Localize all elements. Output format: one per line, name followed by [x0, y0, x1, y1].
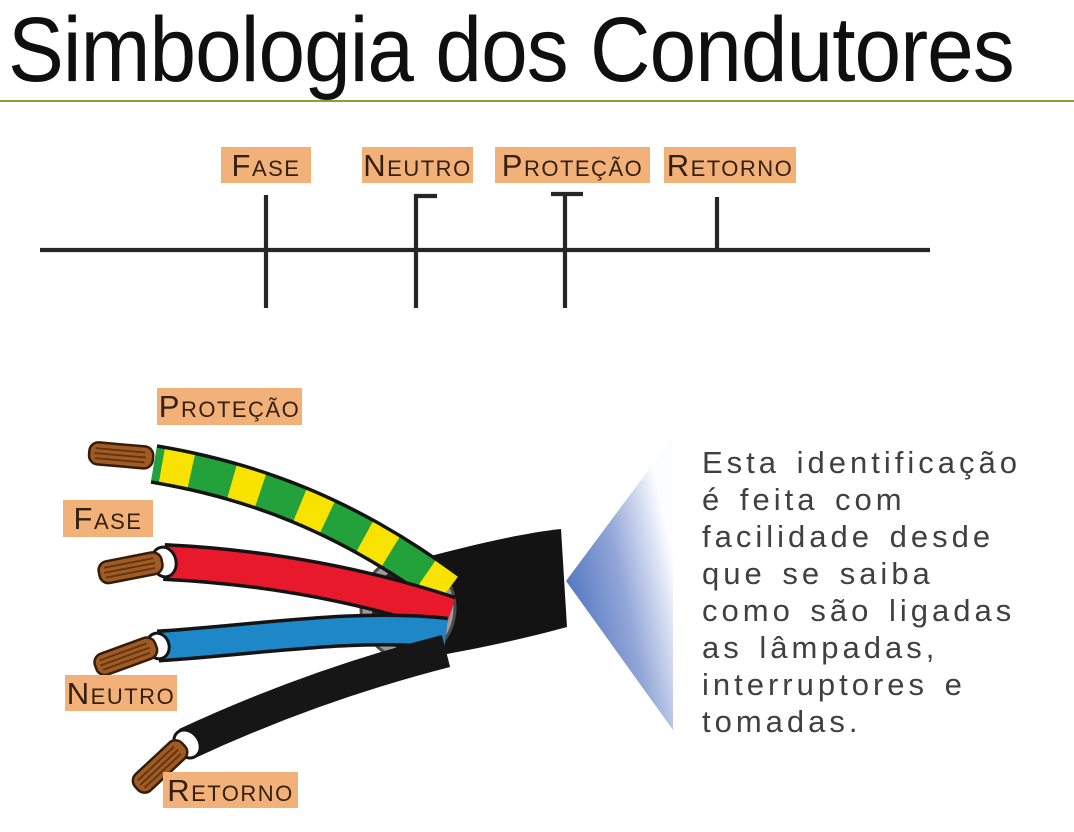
note-text: Esta identificação é feita com facilidad… [702, 444, 1072, 740]
wires [150, 444, 460, 759]
neutro-copper [90, 633, 161, 679]
wire-fase [163, 543, 456, 633]
wire-protecao [150, 444, 460, 607]
legend-tag-fase: Fase [221, 147, 311, 183]
symbols-diagram [40, 191, 930, 308]
wire-neutro [156, 613, 448, 663]
wire-retorno [179, 635, 451, 759]
wire-tips [87, 440, 202, 798]
neutro-symbol [413, 193, 437, 308]
protecao-symbol [551, 191, 583, 308]
legend-tag-neutro: Neutro [362, 147, 473, 183]
note-line: como são ligadas [702, 593, 1016, 628]
cable-tag-protecao: Proteção [157, 388, 302, 425]
note-line: Esta identificação [702, 445, 1021, 480]
protecao-copper [87, 440, 156, 471]
note-line: que se saiba [702, 556, 934, 591]
title-underline [0, 100, 1074, 102]
note-line: é feita com [702, 482, 906, 517]
cable-tag-neutro: Neutro [65, 675, 177, 711]
cable-tag-retorno: Retorno [163, 772, 298, 808]
legend-tag-protecao: Proteção [495, 147, 650, 183]
note-line: tomadas. [702, 704, 862, 739]
note-line: as lâmpadas, [702, 630, 939, 665]
page-title: Simbologia dos Condutores [8, 0, 1015, 101]
note-line: interruptores e [702, 667, 966, 702]
note-line: facilidade desde [702, 519, 995, 554]
cable-tag-fase: Fase [63, 500, 153, 537]
legend-tag-retorno: Retorno [664, 147, 796, 183]
callout-beam [566, 437, 673, 730]
fase-copper [95, 549, 166, 586]
